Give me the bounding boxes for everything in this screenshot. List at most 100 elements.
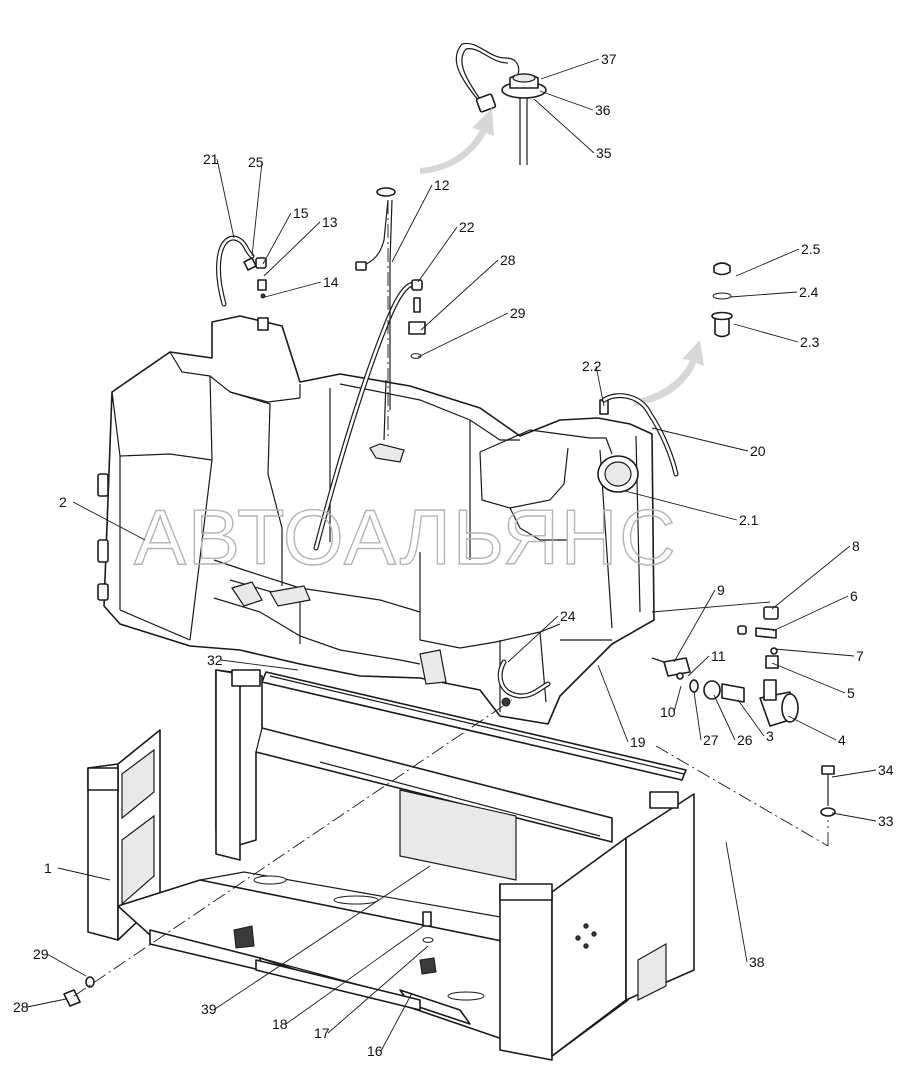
- callout-label: 38: [749, 954, 765, 970]
- callout-leader: [733, 323, 799, 343]
- callout-label: 25: [248, 154, 264, 170]
- callout-c21: 21: [203, 151, 235, 239]
- filler-neck-detail: [711, 262, 733, 338]
- callout-label: 36: [595, 102, 611, 118]
- callout-label: 28: [13, 999, 29, 1015]
- callout-c37: 37: [540, 51, 617, 80]
- callout-label: 8: [852, 538, 860, 554]
- callout-leader: [216, 158, 235, 239]
- callout-label: 2: [59, 494, 67, 510]
- callout-leader: [46, 953, 87, 977]
- callout-label: 14: [323, 274, 339, 290]
- callout-leader: [771, 545, 851, 610]
- callout-c29a: 29: [417, 305, 526, 358]
- callout-c2_1: 2.1: [624, 490, 759, 528]
- callout-leader: [264, 281, 322, 298]
- callout-c7: 7: [774, 648, 864, 664]
- callout-c26: 26: [713, 694, 753, 748]
- fuel-level-sender-detail: [455, 42, 547, 165]
- callout-label: 1: [44, 860, 52, 876]
- callout-c2_4: 2.4: [729, 284, 819, 300]
- callout-label: 2.5: [801, 241, 821, 257]
- callout-label: 4: [838, 732, 846, 748]
- callout-leader: [220, 659, 299, 671]
- callout-label: 2.2: [582, 358, 602, 374]
- callout-label: 32: [207, 652, 223, 668]
- callout-c28b: 28: [13, 998, 67, 1015]
- callout-leader: [417, 226, 458, 283]
- callout-c39: 39: [201, 865, 431, 1017]
- callout-c29b: 29: [33, 946, 87, 977]
- callout-c6: 6: [772, 588, 858, 632]
- callout-c1: 1: [44, 860, 111, 881]
- callout-leader: [72, 501, 146, 541]
- callout-c32: 32: [207, 652, 299, 671]
- callout-c12: 12: [391, 177, 450, 263]
- callout-c8: 8: [771, 538, 860, 610]
- callout-label: 19: [630, 734, 646, 750]
- callout-leader: [57, 867, 111, 881]
- callout-label: 3: [766, 728, 774, 744]
- loose-hardware: [63, 697, 836, 1007]
- callout-leader: [737, 699, 765, 737]
- callout-leader: [507, 615, 559, 663]
- callout-label: 35: [596, 145, 612, 161]
- callout-label: 6: [850, 588, 858, 604]
- callout-leader: [771, 662, 846, 694]
- callout-leader: [380, 992, 413, 1052]
- callout-c25: 25: [248, 154, 264, 257]
- callout-leader: [693, 691, 702, 741]
- callout-c38: 38: [725, 841, 765, 970]
- callout-label: 2.4: [799, 284, 819, 300]
- callout-label: 27: [703, 732, 719, 748]
- callout-label: 29: [33, 946, 49, 962]
- callout-label: 20: [750, 443, 766, 459]
- callout-leader: [673, 589, 716, 663]
- callout-label: 2.3: [800, 334, 820, 350]
- callout-c18: 18: [272, 924, 426, 1032]
- callout-leader: [687, 655, 710, 677]
- callout-label: 33: [878, 813, 894, 829]
- callout-c2_5: 2.5: [735, 241, 821, 277]
- drain-valve-assembly: [651, 601, 799, 727]
- callout-leader: [624, 490, 738, 521]
- callout-label: 2.1: [739, 512, 759, 528]
- callout-label: 12: [434, 177, 450, 193]
- callout-leader: [713, 694, 736, 741]
- callout-leader: [540, 58, 600, 80]
- callout-leader: [735, 248, 800, 277]
- callout-label: 15: [293, 205, 309, 221]
- callout-label: 9: [717, 582, 725, 598]
- callout-label: 39: [201, 1001, 217, 1017]
- callout-leader: [251, 161, 263, 257]
- callout-leader: [263, 221, 321, 277]
- callout-c20: 20: [651, 427, 766, 459]
- callout-label: 26: [737, 732, 753, 748]
- detail-arrow-filler: [634, 340, 704, 406]
- callout-label: 13: [322, 214, 338, 230]
- callout-label: 7: [856, 648, 864, 664]
- callout-c2: 2: [59, 494, 146, 541]
- tank-cradle: [87, 669, 695, 1061]
- callout-c9: 9: [673, 582, 725, 663]
- callout-leader: [595, 365, 605, 407]
- callout-leader: [285, 924, 426, 1025]
- callout-label: 21: [203, 151, 219, 167]
- callout-c10: 10: [660, 685, 682, 720]
- callout-label: 17: [314, 1025, 330, 1041]
- callout-c24: 24: [507, 608, 576, 663]
- callout-leader: [262, 212, 292, 265]
- callout-c28a: 28: [420, 252, 516, 331]
- fittings-top: [243, 257, 426, 359]
- callout-label: 29: [510, 305, 526, 321]
- callout-label: 34: [878, 762, 894, 778]
- callout-leader: [533, 98, 595, 154]
- callout-leader: [831, 812, 877, 822]
- callout-c2_3: 2.3: [733, 323, 820, 350]
- callout-label: 24: [560, 608, 576, 624]
- callout-c36: 36: [539, 90, 611, 118]
- callout-leader: [597, 664, 629, 743]
- callout-leader: [772, 595, 849, 632]
